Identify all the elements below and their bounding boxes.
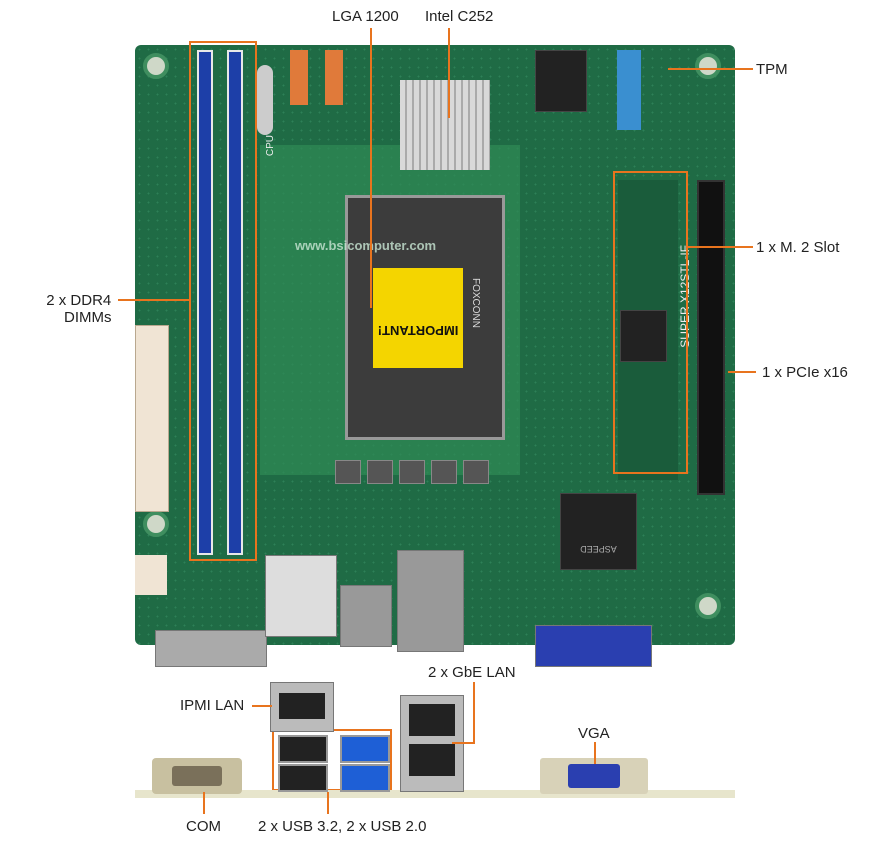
vga-port: [540, 758, 648, 794]
chipset-heatsink: [400, 80, 490, 170]
label-chipset: Intel C252: [425, 8, 494, 25]
pcie-slot: [697, 180, 725, 495]
gbe-port-top: [397, 550, 464, 652]
io-shield: [135, 790, 735, 798]
usb3-port[interactable]: [340, 735, 390, 763]
usb2-port[interactable]: [278, 764, 328, 792]
mount-hole: [143, 511, 169, 537]
vga-port-top: [535, 625, 652, 667]
label-pcie: 1 x PCIe x16: [762, 364, 848, 381]
cpu-socket: IMPORTANT! FOXCONN: [345, 195, 505, 440]
connector: [535, 50, 587, 112]
cpu-silkscreen: CPU: [265, 135, 276, 157]
dimm-highlight: [189, 41, 257, 561]
label-m2: 1 x M. 2 Slot: [756, 239, 840, 256]
dimm-slot-2: [227, 50, 243, 555]
mount-hole: [143, 53, 169, 79]
aux-power-connector: [135, 555, 167, 595]
usb-header: [617, 50, 641, 130]
ipmi-lan-port: [270, 682, 334, 732]
label-usb: 2 x USB 3.2, 2 x USB 2.0: [258, 818, 427, 835]
mount-hole: [695, 593, 721, 619]
chip: [620, 310, 667, 362]
com-port: [152, 758, 242, 794]
atx-power-connector: [135, 325, 169, 512]
usb-port-top: [340, 585, 392, 647]
watermark: www.bsicomputer.com: [295, 238, 437, 253]
motherboard: IMPORTANT! FOXCONN CPU www.bsicomputer.c…: [135, 45, 735, 667]
mount-hole: [695, 53, 721, 79]
label-vga: VGA: [578, 725, 610, 742]
sata-port: [290, 50, 308, 105]
cmos-battery: [257, 65, 273, 135]
socket-cover-sticker: IMPORTANT!: [373, 268, 463, 368]
label-gbe-lan: 2 x GbE LAN: [428, 664, 516, 681]
bmc-chip: ASPEED: [560, 493, 637, 570]
sticker-title: IMPORTANT!: [377, 323, 459, 338]
socket-brand: FOXCONN: [470, 278, 481, 328]
usb3-port[interactable]: [340, 764, 390, 792]
label-cpu-socket: LGA 1200: [332, 8, 399, 25]
lan-port-top: [265, 555, 337, 637]
m2-highlight: [613, 171, 688, 474]
label-tpm: TPM: [756, 61, 788, 78]
sata-port: [325, 50, 343, 105]
dimm-slot-1: [197, 50, 213, 555]
label-com: COM: [186, 818, 221, 835]
usb2-port[interactable]: [278, 735, 328, 763]
com-port-top: [155, 630, 267, 667]
label-ipmi-lan: IPMI LAN: [180, 697, 245, 714]
